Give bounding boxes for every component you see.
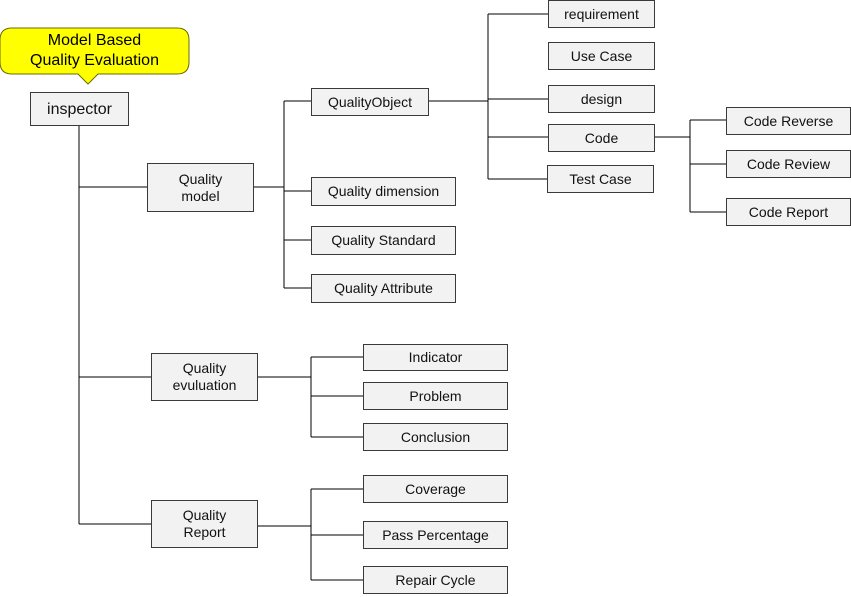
- node-label: Code Review: [746, 155, 831, 172]
- node-quality-standard: Quality Standard: [311, 226, 456, 255]
- node-test-case: Test Case: [547, 165, 654, 193]
- node-label: Quality Report: [182, 507, 227, 540]
- callout-text: Model Based Quality Evaluation: [30, 32, 159, 69]
- connector-lines: [78, 13, 726, 581]
- node-label: Quality Attribute: [334, 280, 433, 296]
- node-design: design: [548, 85, 655, 113]
- node-label: Test Case: [569, 170, 632, 187]
- node-label: Code Reverse: [743, 112, 834, 129]
- node-label: Quality model: [178, 170, 223, 204]
- node-quality-attribute: Quality Attribute: [311, 274, 456, 303]
- node-requirement: requirement: [548, 0, 655, 28]
- node-quality-evaluation: Quality evuluation: [151, 353, 258, 401]
- node-use-case: Use Case: [548, 42, 655, 70]
- node-label: Quality Standard: [331, 232, 436, 248]
- node-quality-model: Quality model: [147, 163, 254, 212]
- node-quality-report: Quality Report: [151, 500, 258, 548]
- node-pass-percentage: Pass Percentage: [363, 521, 508, 549]
- node-label: Coverage: [405, 480, 466, 497]
- node-label: Code Report: [748, 203, 829, 220]
- node-label: requirement: [564, 5, 639, 22]
- node-label: Code: [584, 129, 619, 146]
- node-code: Code: [548, 124, 655, 152]
- node-label: Indicator: [408, 349, 463, 365]
- node-label: Problem: [409, 387, 462, 404]
- node-inspector: inspector: [30, 92, 129, 126]
- node-label: Pass Percentage: [382, 526, 489, 543]
- node-label: Use Case: [570, 47, 633, 64]
- node-code-reverse: Code Reverse: [726, 107, 851, 135]
- node-quality-dimension: Quality dimension: [311, 177, 456, 206]
- node-problem: Problem: [363, 382, 508, 410]
- node-indicator: Indicator: [363, 344, 508, 371]
- node-coverage: Coverage: [363, 475, 508, 503]
- node-label: QualityObject: [327, 93, 413, 110]
- node-label: Conclusion: [400, 428, 471, 445]
- node-label: inspector: [47, 100, 112, 118]
- node-repair-cycle: Repair Cycle: [363, 566, 508, 594]
- node-label: Quality dimension: [327, 183, 440, 199]
- node-code-report: Code Report: [726, 198, 851, 226]
- callout-bubble: [0, 27, 190, 85]
- node-conclusion: Conclusion: [363, 423, 508, 451]
- node-code-review: Code Review: [726, 150, 851, 178]
- node-label: Repair Cycle: [395, 571, 476, 588]
- node-label: Quality evuluation: [172, 360, 237, 393]
- node-quality-object: QualityObject: [311, 88, 429, 116]
- node-label: design: [580, 90, 623, 107]
